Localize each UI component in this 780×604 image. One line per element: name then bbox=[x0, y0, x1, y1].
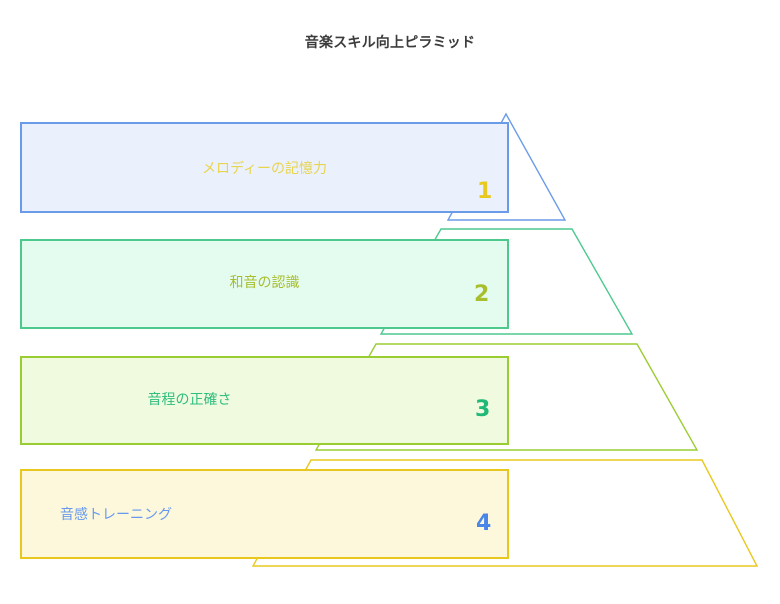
pyramid-level-4-label: 音感トレーニング bbox=[60, 507, 172, 523]
pyramid-level-2-label: 和音の認識 bbox=[229, 275, 300, 291]
pyramid-level-2-number: 2 bbox=[474, 282, 490, 307]
pyramid-level-3-number: 3 bbox=[475, 397, 491, 422]
pyramid-level-1-box[interactable] bbox=[20, 122, 509, 213]
pyramid-level-4-box[interactable] bbox=[20, 469, 509, 559]
page-title: 音楽スキル向上ピラミッド bbox=[304, 35, 476, 51]
pyramid-level-4-number: 4 bbox=[476, 511, 492, 536]
pyramid-level-3-label: 音程の正確さ bbox=[147, 392, 232, 408]
pyramid-level-1-label: メロディーの記憶力 bbox=[201, 161, 328, 177]
pyramid-level-2-box[interactable] bbox=[20, 239, 509, 329]
pyramid-level-1-number: 1 bbox=[477, 179, 493, 204]
pyramid-level-3-box[interactable] bbox=[20, 356, 509, 445]
